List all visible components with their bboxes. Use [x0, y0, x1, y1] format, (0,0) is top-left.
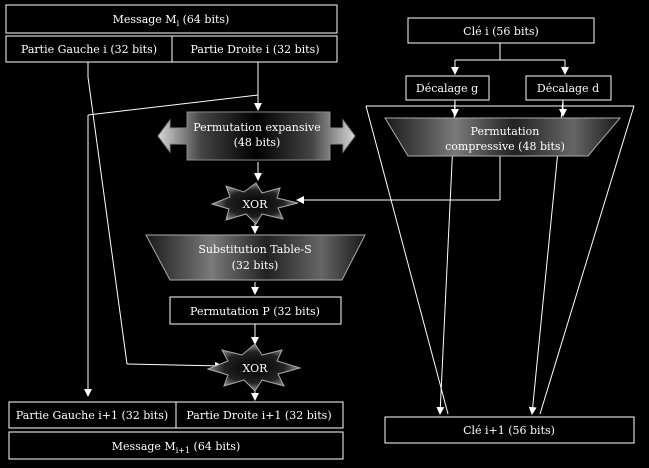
xor-bottom-label: XOR	[243, 362, 269, 375]
message-bottom-box: Message Mi+1 (64 bits)	[8, 431, 344, 460]
shift-right-box: Décalage d	[525, 75, 612, 101]
wire-right-cross	[87, 94, 259, 116]
sbox-substitution: Substitution Table-S (32 bits)	[145, 234, 366, 281]
message-top-label: Message Mi (64 bits)	[113, 13, 230, 28]
left-half-next-label: Partie Gauche i+1 (32 bits)	[16, 409, 168, 422]
compression-label-1: Permutation	[471, 125, 540, 138]
wire-left-to-xor	[87, 76, 128, 365]
shift-left-label: Décalage g	[416, 82, 478, 95]
key-next-label: Clé i+1 (56 bits)	[463, 424, 555, 437]
xor-bottom: XOR	[206, 343, 302, 392]
right-half-i-label: Partie Droite i (32 bits)	[190, 43, 319, 56]
compression-permutation: Permutation compressive (48 bits)	[384, 117, 622, 157]
expansion-permutation: Permutation expansive (48 bits)	[157, 111, 356, 161]
sbox-label-1: Substitution Table-S	[198, 243, 311, 256]
shift-left-box: Décalage g	[405, 75, 490, 101]
compression-label-2: compressive (48 bits)	[445, 140, 565, 153]
key-i-box: Clé i (56 bits)	[407, 17, 595, 44]
right-half-next-label: Partie Droite i+1 (32 bits)	[186, 409, 331, 422]
xor-top: XOR	[210, 182, 299, 225]
funnel-left-edge	[365, 105, 449, 415]
xor-top-label: XOR	[243, 198, 269, 211]
sbox-label-2: (32 bits)	[232, 259, 279, 272]
key-next-box: Clé i+1 (56 bits)	[384, 416, 635, 444]
wire-left-into-xor	[126, 361, 223, 370]
left-half-i-box: Partie Gauche i (32 bits)	[5, 35, 173, 63]
permutation-p-label: Permutation P (32 bits)	[190, 305, 320, 318]
message-top-box: Message Mi (64 bits)	[5, 4, 338, 34]
shift-right-label: Décalage d	[537, 82, 599, 95]
left-half-next-box: Partie Gauche i+1 (32 bits)	[8, 401, 177, 429]
connection-lines	[84, 43, 635, 415]
key-i-label: Clé i (56 bits)	[463, 25, 539, 38]
message-bottom-label: Message Mi+1 (64 bits)	[112, 440, 241, 455]
expansion-label-2: (48 bits)	[234, 136, 281, 149]
expansion-label-1: Permutation expansive	[193, 121, 321, 134]
right-half-i-box: Partie Droite i (32 bits)	[171, 35, 338, 63]
permutation-p-box: Permutation P (32 bits)	[169, 296, 342, 325]
right-half-next-box: Partie Droite i+1 (32 bits)	[175, 401, 344, 429]
left-half-i-label: Partie Gauche i (32 bits)	[21, 43, 157, 56]
funnel-right-edge	[539, 105, 635, 415]
